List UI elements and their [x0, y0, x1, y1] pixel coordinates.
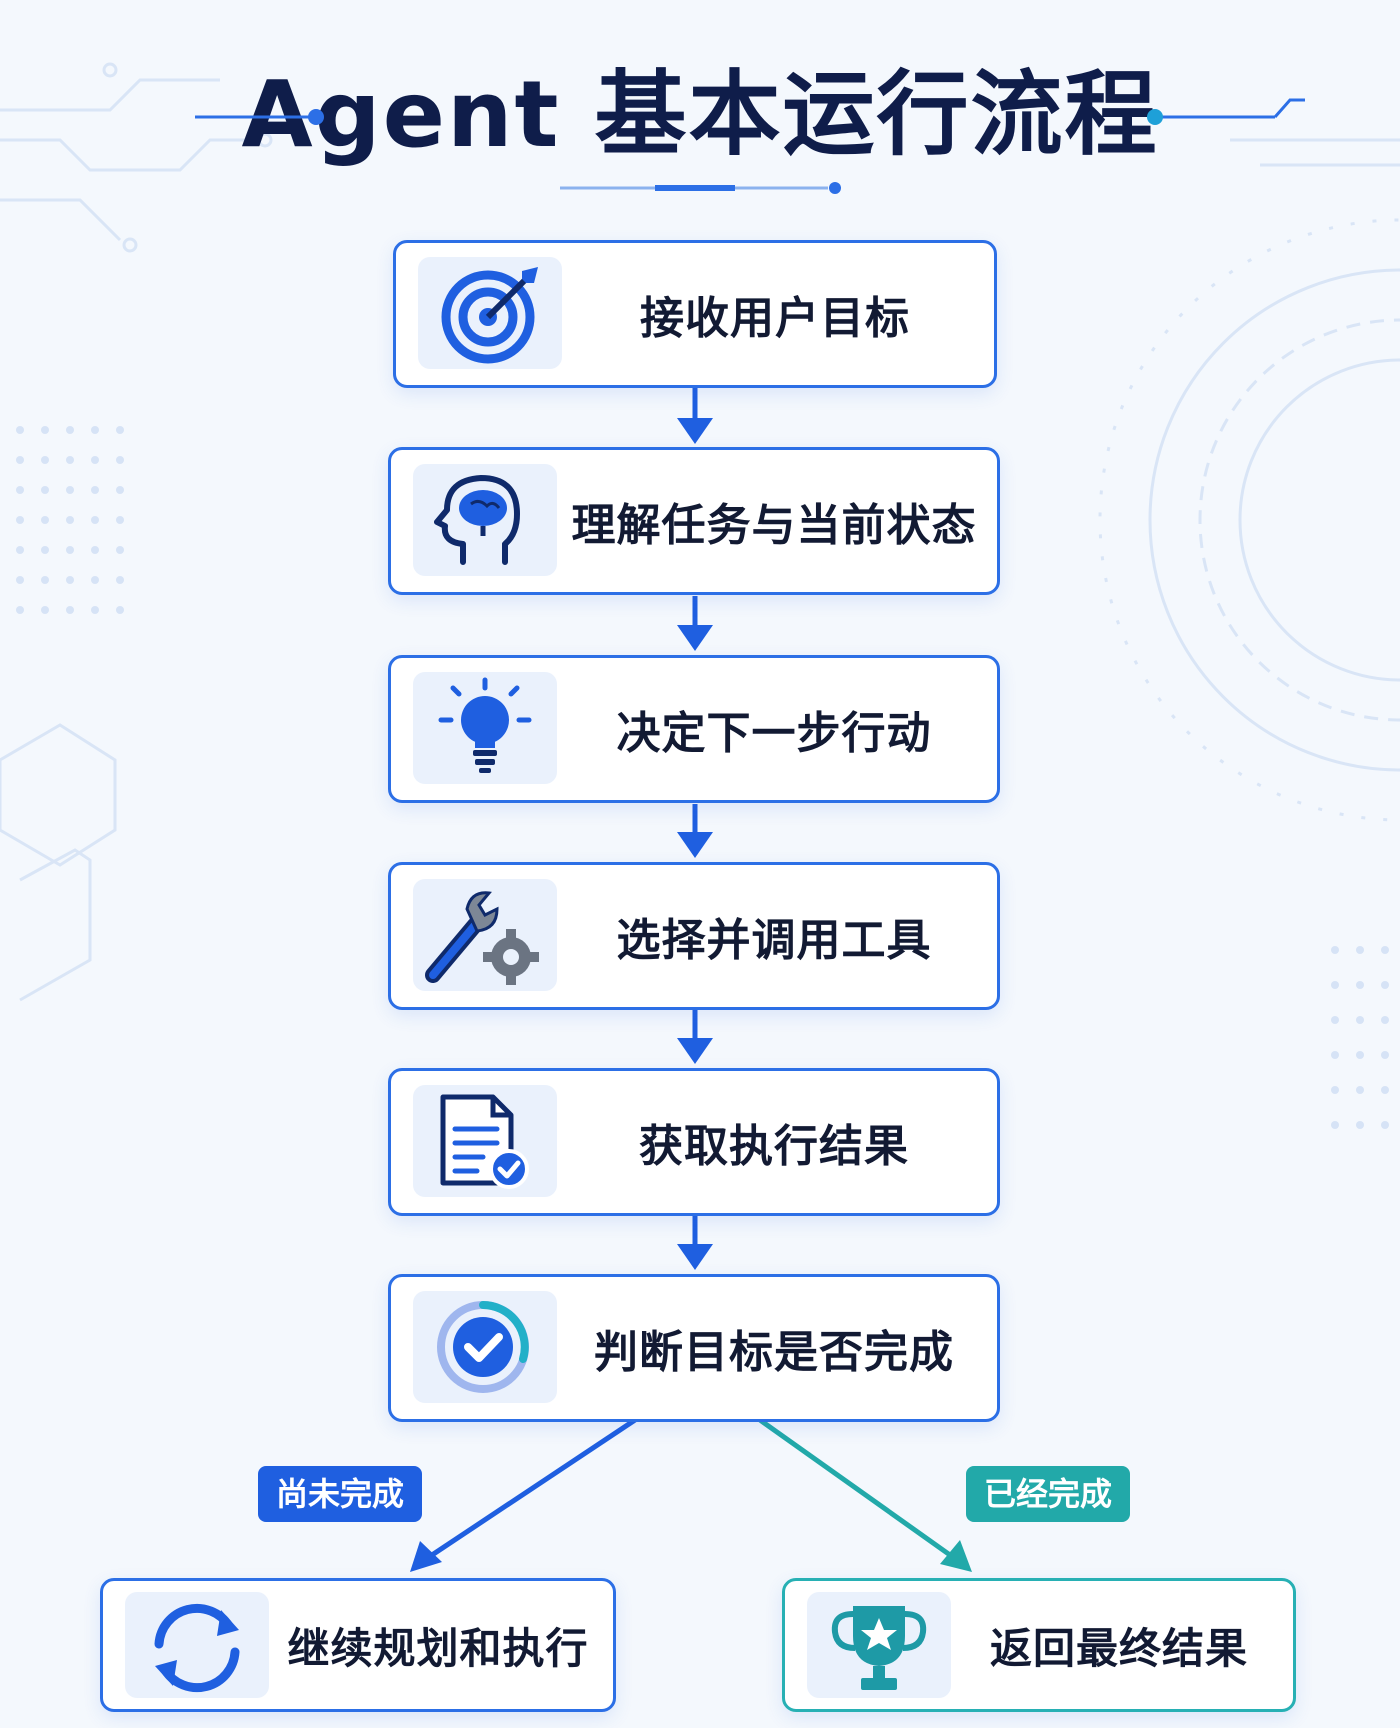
- step-label: 理解任务与当前状态: [571, 500, 977, 551]
- step-box-receive-goal: 接收用户目标: [393, 240, 997, 388]
- branch-label-return: 返回最终结果: [989, 1623, 1248, 1673]
- step-box-decide: 决定下一步行动: [388, 655, 1000, 803]
- lightbulb-icon: [413, 672, 557, 784]
- branch-box-return: 返回最终结果: [782, 1578, 1296, 1712]
- arrow-done: [758, 1417, 952, 1558]
- check-circle-icon: [413, 1291, 557, 1403]
- wrench-gear-icon: [413, 879, 557, 991]
- arrow-not-done: [430, 1417, 637, 1558]
- step-label: 接收用户目标: [640, 293, 910, 344]
- target-icon: [418, 257, 562, 369]
- branch-label-continue: 继续规划和执行: [287, 1623, 589, 1673]
- step-box-check-goal: 判断目标是否完成: [388, 1274, 1000, 1422]
- badge-done: 已经完成: [966, 1466, 1131, 1522]
- branch-box-continue: 继续规划和执行: [100, 1578, 616, 1712]
- step-label: 获取执行结果: [639, 1121, 909, 1172]
- trophy-icon: [807, 1592, 951, 1698]
- arrow-head-3: [677, 832, 713, 858]
- document-check-icon: [413, 1085, 557, 1197]
- badge-not-done: 尚未完成: [258, 1466, 423, 1522]
- arrow-head-4: [677, 1038, 713, 1064]
- page-title: Agent 基本运行流程: [241, 61, 1159, 168]
- arrow-head-2: [677, 625, 713, 651]
- step-label: 判断目标是否完成: [594, 1327, 954, 1378]
- step-label: 选择并调用工具: [616, 915, 932, 966]
- brain-head-icon: [413, 464, 557, 576]
- step-label: 决定下一步行动: [616, 708, 932, 759]
- arrow-head-done: [940, 1540, 972, 1572]
- arrow-head-5: [677, 1244, 713, 1270]
- refresh-cycle-icon: [125, 1592, 269, 1698]
- arrow-head-1: [677, 418, 713, 444]
- step-box-understand: 理解任务与当前状态: [388, 447, 1000, 595]
- step-box-select-tool: 选择并调用工具: [388, 862, 1000, 1010]
- arrow-head-not-done: [410, 1541, 442, 1572]
- step-box-get-result: 获取执行结果: [388, 1068, 1000, 1216]
